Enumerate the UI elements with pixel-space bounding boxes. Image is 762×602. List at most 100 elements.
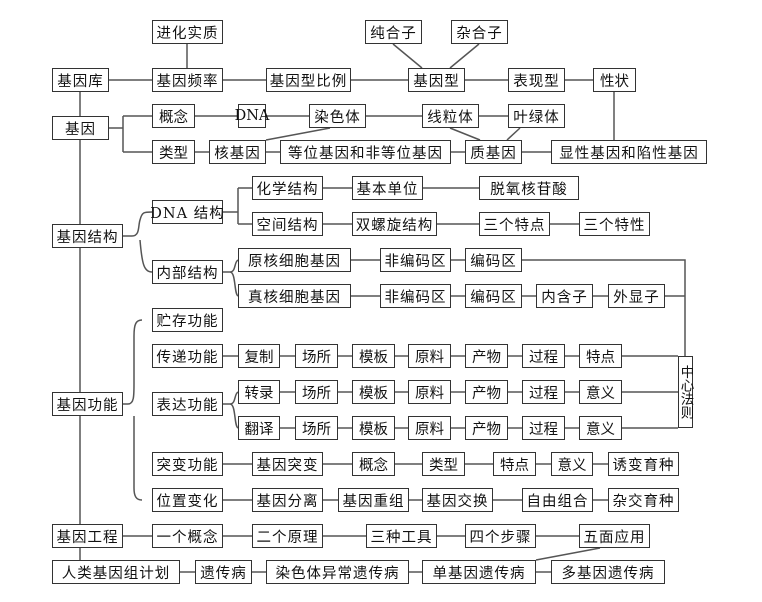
concept-node-cs2: 场所 xyxy=(295,380,338,404)
connector-line xyxy=(449,43,480,69)
concept-node-weizhi: 位置变化 xyxy=(152,488,223,512)
concept-node-sige: 四个步骤 xyxy=(465,524,536,548)
concept-node-chunhezi: 纯合子 xyxy=(365,20,422,44)
connector-line xyxy=(265,127,331,141)
concept-node-wumian: 五面应用 xyxy=(579,524,650,548)
concept-node-mb3: 模板 xyxy=(352,416,395,440)
concept-node-fbm1: 非编码区 xyxy=(380,248,451,272)
concept-node-kongjian: 空间结构 xyxy=(252,212,323,236)
concept-node-zhuanlu: 转录 xyxy=(238,380,280,404)
concept-node-zhucun: 贮存功能 xyxy=(152,308,223,332)
concept-node-cw1: 产物 xyxy=(465,344,508,368)
concept-node-jiyinxing: 基因型 xyxy=(408,68,465,92)
concept-node-mb1: 模板 xyxy=(352,344,395,368)
concept-node-yige: 一个概念 xyxy=(152,524,223,548)
concept-node-cs1: 场所 xyxy=(295,344,338,368)
concept-node-bili: 基因型比例 xyxy=(266,68,351,92)
concept-node-dna: DNA xyxy=(235,104,269,128)
concept-node-fbm2: 非编码区 xyxy=(380,284,451,308)
concept-node-yy3: 意义 xyxy=(579,416,622,440)
concept-node-zhijiyin: 质基因 xyxy=(465,140,522,164)
concept-node-gainian1: 概念 xyxy=(152,104,195,128)
concept-node-cw2: 产物 xyxy=(465,380,508,404)
concept-node-gongcheng: 基因工程 xyxy=(52,524,123,548)
concept-node-xianxing: 显性基因和陷性基因 xyxy=(551,140,707,164)
concept-node-huaxue: 化学结构 xyxy=(252,176,323,200)
connector-line xyxy=(109,115,152,153)
concept-node-yuanhe: 原核细胞基因 xyxy=(238,248,351,272)
concept-node-fenli: 基因分离 xyxy=(252,488,323,512)
concept-node-ziyou: 自由组合 xyxy=(522,488,593,512)
concept-node-gc1: 过程 xyxy=(522,344,565,368)
concept-node-jiyinku: 基因库 xyxy=(52,68,109,92)
concept-node-jiegou: 基因结构 xyxy=(52,224,123,248)
concept-node-pinlv: 基因频率 xyxy=(152,68,223,92)
concept-node-zahezi: 杂合子 xyxy=(451,20,508,44)
concept-node-yy2: 意义 xyxy=(579,380,622,404)
connector-line xyxy=(392,43,423,69)
concept-node-yl2: 原料 xyxy=(408,380,451,404)
concept-node-yelvti: 叶绿体 xyxy=(508,104,565,128)
concept-node-jytb: 基因突变 xyxy=(252,452,323,476)
concept-node-bm2: 编码区 xyxy=(465,284,522,308)
concept-node-leixing2: 类型 xyxy=(422,452,465,476)
concept-node-yy4: 意义 xyxy=(551,452,593,476)
concept-node-jiben: 基本单位 xyxy=(352,176,423,200)
connector-line xyxy=(223,259,239,297)
concept-node-zhenhe: 真核细胞基因 xyxy=(238,284,351,308)
concept-node-yl1: 原料 xyxy=(408,344,451,368)
concept-node-cs3: 场所 xyxy=(295,416,338,440)
concept-node-jiaohuan: 基因交换 xyxy=(422,488,493,512)
concept-node-renlei: 人类基因组计划 xyxy=(52,560,180,584)
concept-node-jiyin: 基因 xyxy=(52,116,109,140)
concept-node-duojiyin: 多基因遗传病 xyxy=(551,560,665,584)
concept-node-zhongxin: 中心法则 xyxy=(678,356,694,428)
concept-node-gongneng: 基因功能 xyxy=(52,392,123,416)
concept-node-xianliti: 线粒体 xyxy=(422,104,479,128)
concept-node-xingzhuang: 性状 xyxy=(593,68,636,92)
concept-node-gc3: 过程 xyxy=(522,416,565,440)
concept-node-erge: 二个原理 xyxy=(252,524,323,548)
concept-node-youbian: 诱变育种 xyxy=(608,452,679,476)
concept-node-ransети: 染色体 xyxy=(309,104,366,128)
connector-line xyxy=(223,187,252,225)
concept-node-neibu: 内部结构 xyxy=(152,260,223,284)
concept-node-texing3: 三个特性 xyxy=(579,212,650,236)
concept-node-dnajiegou: DNA 结构 xyxy=(150,200,224,224)
concept-node-shuangluo: 双螺旋结构 xyxy=(352,212,437,236)
concept-node-zajiao: 杂交育种 xyxy=(608,488,679,512)
connector-line xyxy=(123,319,143,501)
concept-node-fuzhi: 复制 xyxy=(238,344,280,368)
connector-line xyxy=(522,259,686,356)
connector-line xyxy=(535,547,601,561)
concept-node-cw3: 产物 xyxy=(465,416,508,440)
connector-line xyxy=(223,391,239,429)
concept-node-hejiyin: 核基因 xyxy=(209,140,266,164)
concept-node-dengwei: 等位基因和非等位基因 xyxy=(280,140,451,164)
concept-node-waixianzi: 外显子 xyxy=(608,284,665,308)
concept-node-sanzhong: 三种工具 xyxy=(366,524,437,548)
concept-node-tedian3: 三个特点 xyxy=(479,212,550,236)
concept-node-biaoxian: 表现型 xyxy=(508,68,565,92)
concept-node-tubian: 突变功能 xyxy=(152,452,223,476)
concept-node-chuandi: 传递功能 xyxy=(152,344,223,368)
concept-node-chongzu: 基因重组 xyxy=(338,488,409,512)
concept-node-td2: 特点 xyxy=(493,452,536,476)
connector-line xyxy=(123,211,153,273)
concept-node-gc2: 过程 xyxy=(522,380,565,404)
concept-node-td1: 特点 xyxy=(579,344,622,368)
connector-line xyxy=(506,127,521,141)
concept-node-biaoda: 表达功能 xyxy=(152,392,223,416)
concept-node-tuoyang: 脱氧核苷酸 xyxy=(479,176,579,200)
connector-line xyxy=(449,127,481,141)
concept-node-leixing1: 类型 xyxy=(152,140,195,164)
concept-node-bm1: 编码区 xyxy=(465,248,522,272)
concept-node-fanyi: 翻译 xyxy=(238,416,280,440)
concept-node-neihanzi: 内含子 xyxy=(536,284,593,308)
concept-node-yl3: 原料 xyxy=(408,416,451,440)
concept-node-gainian2: 概念 xyxy=(352,452,395,476)
concept-node-danjiyin: 单基因遗传病 xyxy=(422,560,536,584)
concept-node-mb2: 模板 xyxy=(352,380,395,404)
